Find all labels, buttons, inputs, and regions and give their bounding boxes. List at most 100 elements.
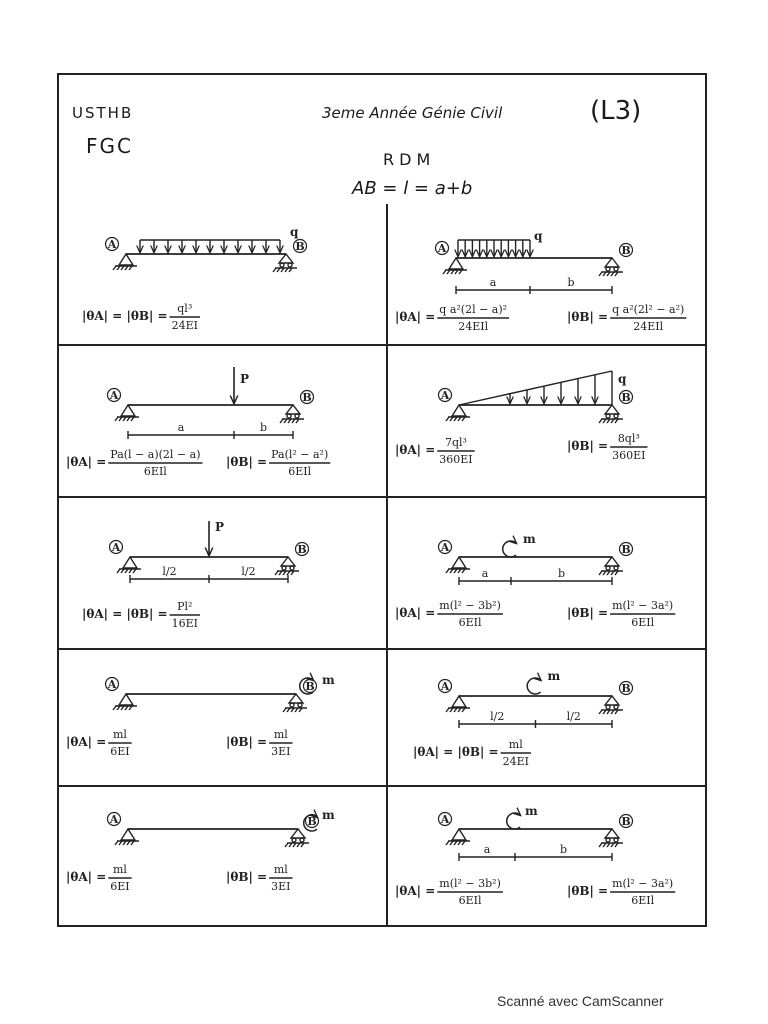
formula-denominator: 3EI xyxy=(271,880,290,893)
formula-numerator: ql³ xyxy=(177,302,192,315)
formula-denominator: 360EI xyxy=(612,449,645,462)
load-label: q xyxy=(618,372,627,386)
institution: USTHB xyxy=(72,104,134,122)
svg-text:A: A xyxy=(107,678,117,691)
dim-label-b: b xyxy=(558,567,565,580)
theta-b-formula: |θB| = m(l² − 3a²) 6EIl xyxy=(567,877,676,907)
roller-support xyxy=(598,694,623,715)
pin-support xyxy=(114,827,139,846)
support-label-a: A xyxy=(437,678,453,694)
svg-text:B: B xyxy=(621,244,630,257)
roller-support xyxy=(598,403,623,424)
formula-denominator: 6EI xyxy=(110,880,129,893)
beam xyxy=(112,252,297,273)
roller-support xyxy=(279,403,304,424)
triangular-load xyxy=(458,370,613,406)
formula-numerator: ml xyxy=(274,728,288,741)
beam xyxy=(112,692,307,713)
svg-text:A: A xyxy=(440,541,450,554)
dimension-line: l/2 l/2 xyxy=(129,565,289,583)
load-label: m xyxy=(322,673,335,687)
svg-text:B: B xyxy=(621,815,630,828)
svg-text:B: B xyxy=(302,391,311,404)
formula-lhs: |θB| = xyxy=(226,870,267,884)
roller-support xyxy=(598,555,623,576)
pin-support xyxy=(112,692,137,711)
support-label-b: B xyxy=(299,389,315,405)
pin-support xyxy=(112,252,137,271)
dim-label-b: b xyxy=(260,421,267,434)
pin-support xyxy=(114,403,139,422)
formula-numerator: ml xyxy=(113,863,127,876)
load-label: q xyxy=(290,225,299,239)
faculty: FGC xyxy=(86,134,133,158)
formula-lhs: |θB| = xyxy=(567,439,608,453)
roller-support xyxy=(282,692,307,713)
support-label-b: B xyxy=(618,242,634,258)
dim-label-a: l/2 xyxy=(490,710,504,723)
svg-text:B: B xyxy=(297,543,306,556)
svg-text:A: A xyxy=(437,242,447,255)
moment-arrow xyxy=(505,813,520,830)
formula-numerator: m(l² − 3a²) xyxy=(612,599,673,612)
formula-denominator: 24EI xyxy=(503,755,529,768)
dim-label-a: l/2 xyxy=(162,565,176,578)
support-label-b: B xyxy=(618,541,634,557)
beam xyxy=(442,256,623,277)
formula-numerator: q a²(2l − a)² xyxy=(439,303,507,316)
pin-support xyxy=(445,555,470,574)
dim-label-b: b xyxy=(560,843,567,856)
theta-b-formula: |θB| =m(l² − 3a²)6EIl xyxy=(567,599,676,629)
support-label-b: B xyxy=(302,678,318,694)
formula-denominator: 6EIl xyxy=(631,616,654,629)
formula-denominator: 6EIl xyxy=(631,894,654,907)
roller-support xyxy=(284,827,309,848)
pin-support xyxy=(442,256,467,275)
moment-arrow xyxy=(526,678,540,695)
theta-b-formula: |θB| =q a²(2l² − a²)24EIl xyxy=(567,303,687,333)
dim-label-b: l/2 xyxy=(241,565,255,578)
formula-lhs: |θA| = xyxy=(66,735,106,749)
support-label-b: B xyxy=(618,813,634,829)
formula-numerator: Pa(l − a)(2l − a) xyxy=(110,448,200,461)
formula-denominator: 6EIl xyxy=(459,616,482,629)
theta-b-formula: |θB| =Pa(l² − a²)6EIl xyxy=(226,448,331,478)
formula-lhs: |θB| = xyxy=(567,310,608,324)
load-label: q xyxy=(534,229,543,243)
beam xyxy=(445,555,623,576)
load-label: m xyxy=(322,808,335,822)
table-frame xyxy=(57,73,707,927)
roller-support xyxy=(598,827,623,848)
beam xyxy=(445,827,623,848)
formula-lhs: |θA| = |θB| = xyxy=(413,745,499,759)
formula-numerator: m(l² − 3a²) xyxy=(612,877,673,890)
beam xyxy=(114,827,309,848)
subject: RDM xyxy=(383,150,436,169)
moment-arrow xyxy=(298,678,313,695)
formula-lhs: |θB| = xyxy=(567,884,608,898)
formula-lhs: |θA| = xyxy=(395,884,435,898)
support-label-a: A xyxy=(104,676,120,692)
support-label-a: A xyxy=(437,387,453,403)
formula-lhs: |θB| = xyxy=(226,455,267,469)
formula-numerator: ml xyxy=(274,863,288,876)
load-label: m xyxy=(548,669,561,683)
formula-lhs: |θA| = xyxy=(395,606,435,620)
support-label-a: A xyxy=(437,539,453,555)
roller-support xyxy=(274,555,299,576)
theta-a-formula: |θA| =Pa(l − a)(2l − a)6EIl xyxy=(66,448,203,478)
formula-denominator: 6EIl xyxy=(459,894,482,907)
